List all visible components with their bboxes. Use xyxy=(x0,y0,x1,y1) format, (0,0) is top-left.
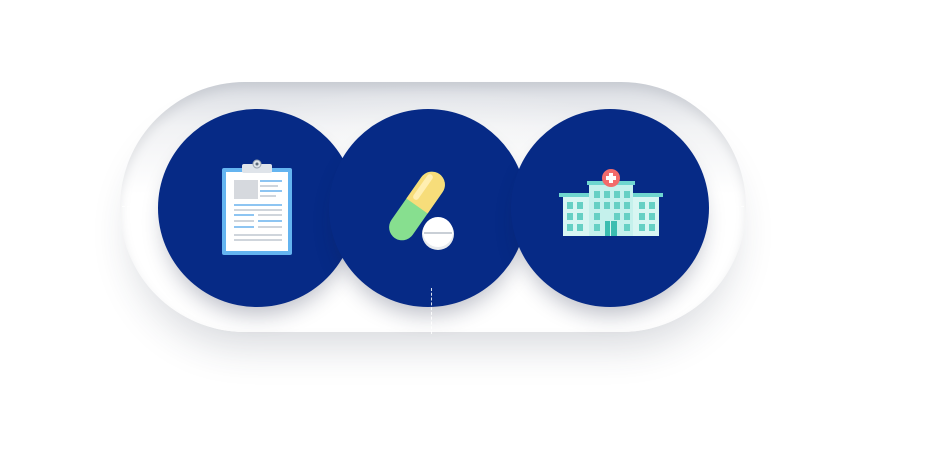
hospital-building-icon xyxy=(559,169,663,236)
guide-line-right xyxy=(694,206,744,207)
hospital-circle xyxy=(511,109,709,307)
medicine-circle xyxy=(329,109,527,307)
guide-line-bottom xyxy=(431,288,432,334)
guide-line-left xyxy=(122,206,174,207)
capsule-and-tablet-icon xyxy=(389,171,454,250)
clipboard-circle xyxy=(158,109,356,307)
clipboard-icon xyxy=(222,159,292,255)
